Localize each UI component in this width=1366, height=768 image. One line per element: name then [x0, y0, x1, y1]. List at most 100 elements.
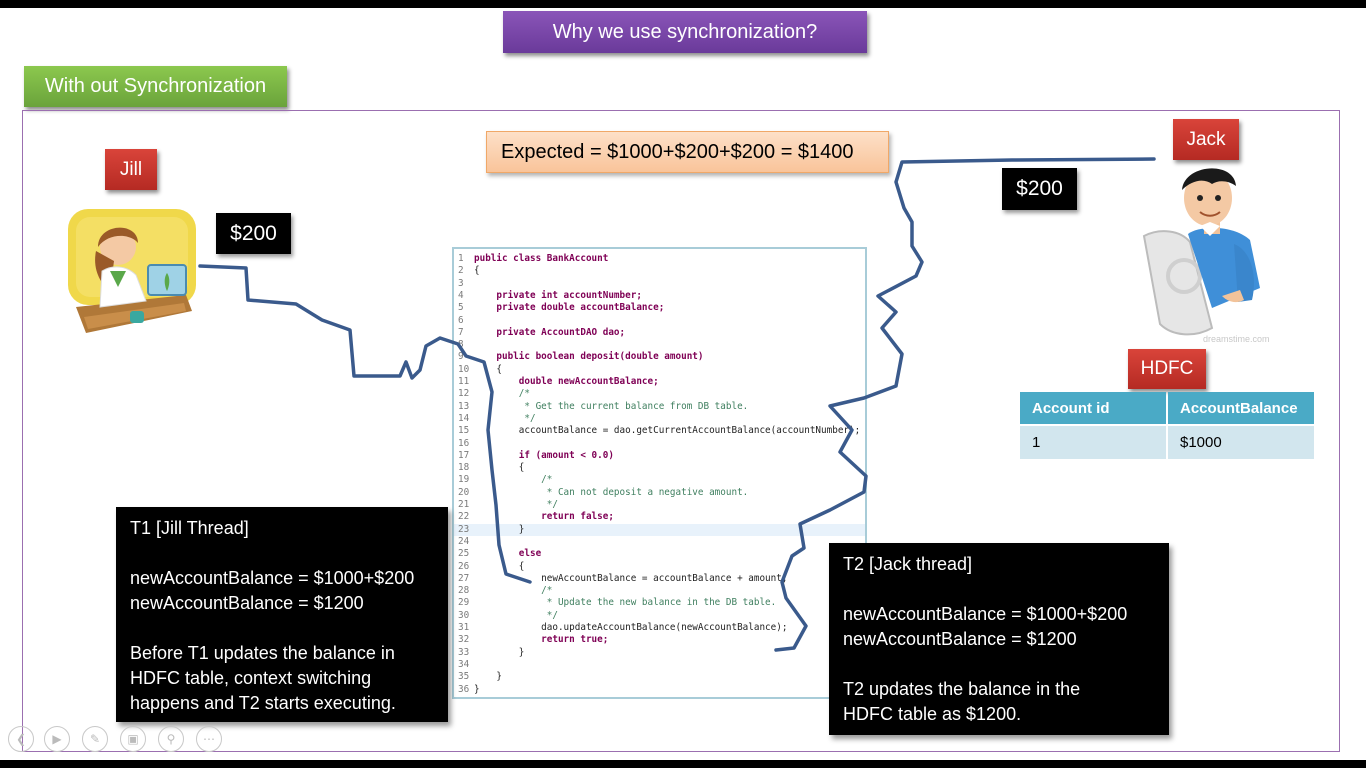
- code-line: 23 }: [454, 523, 865, 536]
- code-line: 6: [454, 315, 865, 327]
- code-line-text: }: [474, 523, 525, 535]
- code-line-number: 34: [458, 658, 470, 670]
- code-line: 11 double newAccountBalance;: [454, 376, 865, 388]
- t1-line: HDFC table, context switching: [130, 668, 372, 688]
- column-header-account-id: Account id: [1020, 392, 1166, 424]
- code-line-number: 2: [458, 265, 464, 277]
- code-line-number: 24: [458, 535, 470, 547]
- code-line-number: 28: [458, 585, 470, 597]
- slides-icon: ▣: [127, 732, 139, 746]
- jack-watermark: dreamstime.com: [1203, 334, 1270, 344]
- code-line: 30 */: [454, 610, 865, 622]
- code-line-number: 20: [458, 486, 470, 498]
- code-line-number: 12: [458, 388, 470, 400]
- code-line-number: 26: [458, 560, 470, 572]
- code-line-number: 30: [458, 609, 470, 621]
- code-line: 19 /*: [454, 474, 865, 486]
- code-line-text: */: [474, 499, 558, 510]
- code-line: 4 private int accountNumber;: [454, 290, 865, 302]
- code-line-text: newAccountBalance = accountBalance + amo…: [474, 572, 788, 584]
- code-line-number: 21: [458, 499, 470, 510]
- code-line: 24: [454, 536, 865, 548]
- jill-avatar: [68, 209, 196, 333]
- code-line-text: public boolean deposit(double amount): [474, 351, 704, 363]
- code-line-number: 35: [458, 671, 470, 683]
- t2-line: T2 [Jack thread]: [843, 554, 973, 574]
- code-line-text: {: [474, 462, 525, 474]
- code-line-number: 5: [458, 302, 464, 314]
- code-line-text: }: [474, 683, 480, 695]
- code-line-number: 22: [458, 511, 470, 523]
- code-line: 31 dao.updateAccountBalance(newAccountBa…: [454, 622, 865, 634]
- table-cell-account-id: 1: [1020, 426, 1166, 459]
- code-line-number: 18: [458, 462, 470, 474]
- jill-amount-tag: $200: [216, 213, 291, 254]
- code-line-number: 31: [458, 622, 470, 633]
- code-line-text: * Update the new balance in the DB table…: [474, 597, 777, 609]
- t2-line: [843, 577, 1169, 602]
- code-line-number: 13: [458, 400, 470, 412]
- account-table: Account id AccountBalance 1 $1000: [1018, 390, 1316, 461]
- bottom-black-bar: [0, 760, 1366, 768]
- t1-line: happens and T2 starts executing.: [130, 693, 396, 713]
- account-table-header: Account id AccountBalance: [1020, 392, 1314, 424]
- t2-line: newAccountBalance = $1000+$200: [843, 604, 1128, 624]
- code-line-number: 36: [458, 683, 470, 695]
- code-line-text: private int accountNumber;: [474, 289, 642, 301]
- code-line: 20 * Can not deposit a negative amount.: [454, 487, 865, 499]
- code-line: 9 public boolean deposit(double amount): [454, 351, 865, 363]
- code-line: 12 /*: [454, 388, 865, 400]
- code-line: 15 accountBalance = dao.getCurrentAccoun…: [454, 425, 865, 437]
- code-line-text: if (amount < 0.0): [474, 449, 614, 461]
- top-black-bar: [0, 0, 1366, 8]
- nav-slides-button[interactable]: ▣: [120, 726, 146, 752]
- t1-line: Before T1 updates the balance in: [130, 643, 395, 663]
- code-line-text: else: [474, 548, 542, 560]
- code-line-text: return true;: [474, 634, 609, 646]
- nav-prev-button[interactable]: ❮: [8, 726, 34, 752]
- t1-line: [130, 616, 448, 641]
- nav-more-button[interactable]: ⋯: [196, 726, 222, 752]
- code-line-number: 16: [458, 437, 470, 449]
- code-line: 29 * Update the new balance in the DB ta…: [454, 597, 865, 609]
- code-line-number: 32: [458, 634, 470, 646]
- code-line-number: 14: [458, 412, 470, 424]
- expected-total: Expected = $1000+$200+$200 = $1400: [486, 131, 889, 173]
- code-line: 22 return false;: [454, 511, 865, 523]
- table-row: 1 $1000: [1020, 426, 1314, 459]
- code-line-text: public class BankAccount: [474, 253, 609, 264]
- code-line: 1 public class BankAccount: [454, 253, 865, 265]
- more-icon: ⋯: [203, 732, 215, 746]
- t1-line: [130, 541, 448, 566]
- play-icon: ▶: [52, 732, 62, 746]
- code-line: 16: [454, 438, 865, 450]
- code-line: 35 }: [454, 671, 865, 683]
- bank-name-tag: HDFC: [1128, 349, 1206, 389]
- nav-pen-button[interactable]: ✎: [82, 726, 108, 752]
- t2-line: T2 updates the balance in the: [843, 679, 1081, 699]
- nav-zoom-button[interactable]: ⚲: [158, 726, 184, 752]
- code-line-number: 7: [458, 326, 464, 338]
- t1-jill-thread-box: T1 [Jill Thread]newAccountBalance = $100…: [116, 507, 448, 722]
- code-line-number: 1: [458, 253, 464, 264]
- nav-next-button[interactable]: ▶: [44, 726, 70, 752]
- code-line: 25 else: [454, 548, 865, 560]
- code-line-text: /*: [474, 474, 553, 486]
- section-label: With out Synchronization: [24, 66, 287, 107]
- code-line: 7 private AccountDAO dao;: [454, 327, 865, 339]
- code-line-number: 9: [458, 351, 464, 363]
- jack-avatar: [1142, 168, 1260, 336]
- code-line-number: 33: [458, 646, 470, 658]
- t1-line: newAccountBalance = $1000+$200: [130, 568, 415, 588]
- code-line-number: 6: [458, 314, 464, 326]
- code-line: 36}: [454, 684, 865, 696]
- code-line: 3: [454, 278, 865, 290]
- code-line-number: 3: [458, 277, 464, 289]
- t2-line: HDFC table as $1200.: [843, 704, 1022, 724]
- chevron-left-icon: ❮: [15, 732, 27, 746]
- table-cell-account-balance: $1000: [1168, 426, 1314, 459]
- diagram-frame: [22, 110, 1340, 752]
- code-line: 27 newAccountBalance = accountBalance + …: [454, 573, 865, 585]
- code-line-text: {: [474, 560, 525, 572]
- jack-amount-tag: $200: [1002, 168, 1077, 210]
